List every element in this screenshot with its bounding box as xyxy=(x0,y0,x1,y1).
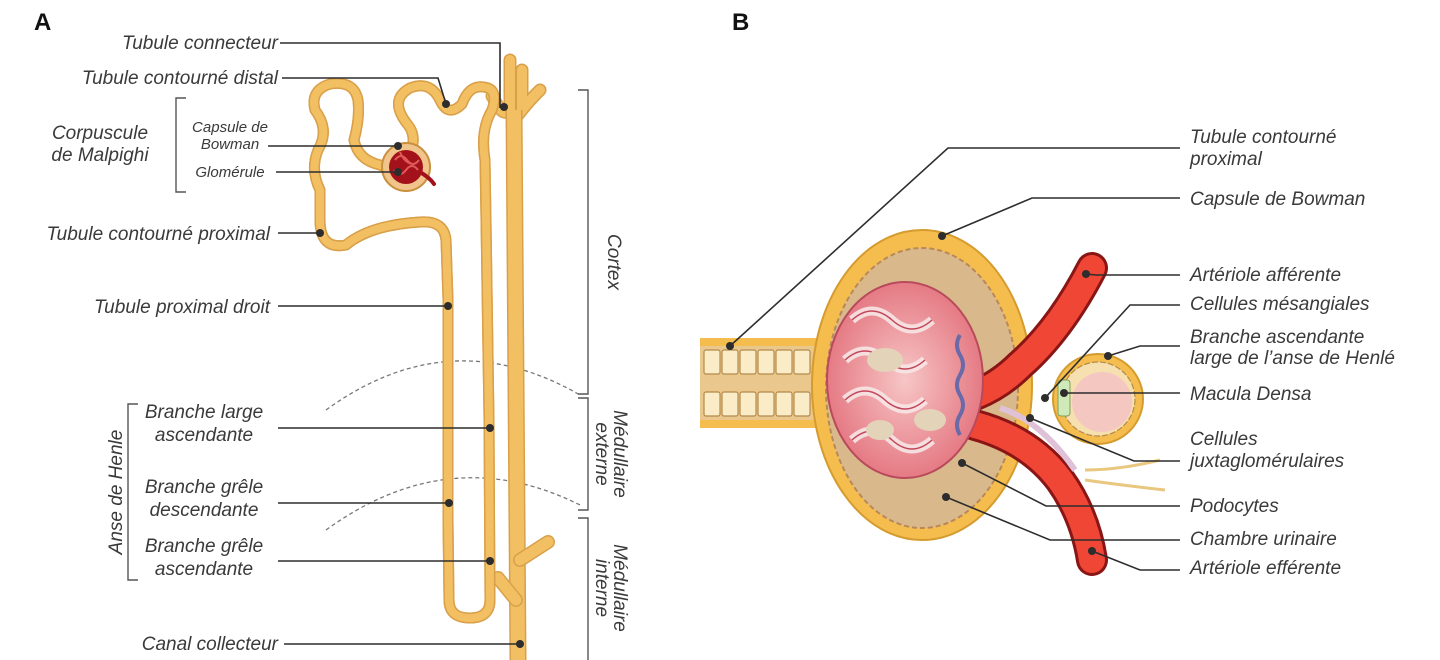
label-b-arteriole-afferente: Artériole afférente xyxy=(1189,265,1341,286)
label-medullaire-interne-2: interne xyxy=(591,559,612,617)
leader-b-capsule xyxy=(942,198,1180,236)
leader-b-branche-asc xyxy=(1108,346,1180,356)
bracket-corpuscule xyxy=(176,98,186,192)
label-branche-large-1: Branche large xyxy=(145,402,263,423)
label-b-podocytes: Podocytes xyxy=(1190,496,1279,517)
label-b-arteriole-efferente: Artériole efférente xyxy=(1189,558,1341,579)
label-tubule-connecteur: Tubule connecteur xyxy=(122,33,279,54)
label-glomerule: Glomérule xyxy=(195,164,264,181)
label-b-branche-asc-2: large de l’anse de Henlé xyxy=(1190,348,1395,369)
panel-a-letter: A xyxy=(34,9,51,36)
ascending-limb-section xyxy=(1053,354,1143,444)
label-b-macula-densa: Macula Densa xyxy=(1190,384,1311,405)
label-b-capsule-de-bowman: Capsule de Bowman xyxy=(1190,189,1365,210)
panel-b-letter: B xyxy=(732,9,749,36)
label-branche-grele-desc-2: descendante xyxy=(150,500,259,521)
bracket-medullaire-externe xyxy=(578,398,588,510)
malpighian-corpuscle xyxy=(382,143,434,191)
label-b-chambre-urinaire: Chambre urinaire xyxy=(1190,529,1337,550)
bracket-anse-henle xyxy=(128,404,138,580)
label-capsule-1: Capsule de xyxy=(192,119,268,136)
label-b-tcp-1: Tubule contourné xyxy=(1190,127,1336,148)
label-branche-grele-desc-1: Branche grêle xyxy=(145,477,263,498)
bracket-medullaire-interne xyxy=(578,518,588,660)
label-b-cellules-mesangiales: Cellules mésangiales xyxy=(1190,294,1370,315)
collecting-duct xyxy=(492,60,548,660)
label-cortex: Cortex xyxy=(603,234,624,291)
label-canal-collecteur: Canal collecteur xyxy=(142,634,279,655)
label-tubule-contourne-distal: Tubule contourné distal xyxy=(82,68,279,89)
label-b-juxta-1: Cellules xyxy=(1190,429,1258,450)
label-corpuscule-2: de Malpighi xyxy=(51,145,149,166)
label-anse-de-henle: Anse de Henle xyxy=(106,430,127,556)
glomerular-tuft xyxy=(827,282,983,478)
label-medullaire-externe-2: externe xyxy=(591,422,612,485)
label-branche-grele-asc-2: ascendante xyxy=(155,559,253,580)
label-branche-large-2: ascendante xyxy=(155,425,253,446)
label-b-branche-asc-1: Branche ascendante xyxy=(1190,327,1364,348)
label-branche-grele-asc-1: Branche grêle xyxy=(145,536,263,557)
label-tubule-proximal-droit: Tubule proximal droit xyxy=(94,297,271,318)
proximal-tubule-stub xyxy=(700,338,820,428)
label-b-juxta-2: juxtaglomérulaires xyxy=(1187,451,1345,472)
bracket-cortex xyxy=(578,90,588,394)
panel-a: A xyxy=(34,9,630,660)
label-capsule-2: Bowman xyxy=(201,136,259,153)
label-corpuscule-1: Corpuscule xyxy=(52,123,148,144)
panel-b: B xyxy=(700,9,1395,579)
label-b-tcp-2: proximal xyxy=(1189,149,1263,170)
label-tubule-contourne-proximal: Tubule contourné proximal xyxy=(46,224,270,245)
